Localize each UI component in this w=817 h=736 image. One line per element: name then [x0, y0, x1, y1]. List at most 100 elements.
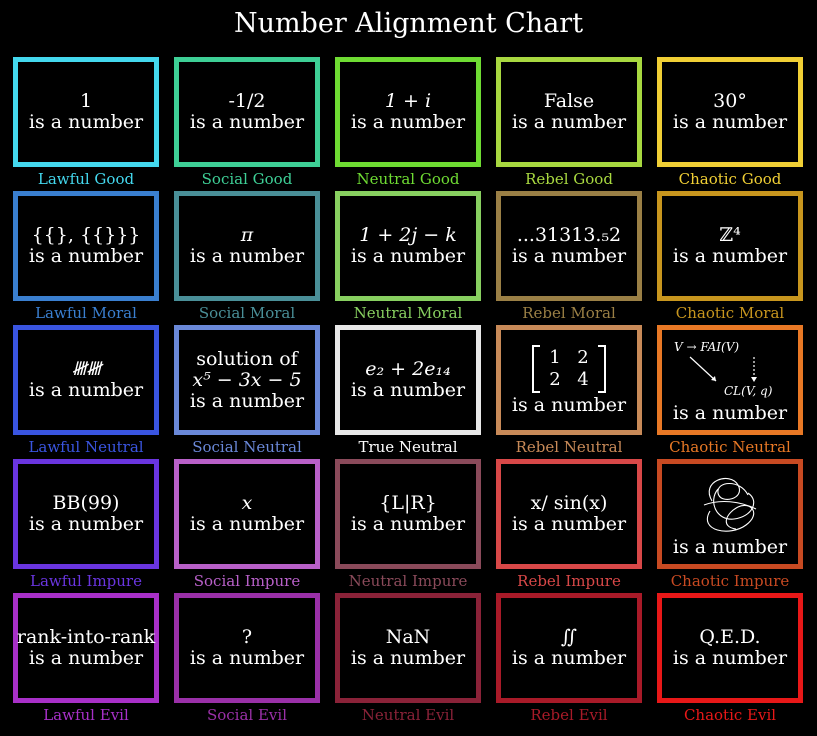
alignment-label: Rebel Moral	[522, 304, 616, 322]
left-bracket	[532, 344, 540, 393]
diagram-bottom-label: CL(V, q)	[724, 384, 773, 398]
is-a-number-text: is a number	[672, 535, 788, 558]
knot-strand	[708, 477, 749, 501]
is-a-number-text: is a number	[672, 401, 788, 424]
cell-value: x/ sin(x)	[530, 492, 608, 514]
cell-box: ∬is a number	[496, 593, 642, 703]
alignment-label: Social Good	[201, 170, 293, 188]
cell-value: {L|R}	[379, 492, 437, 514]
is-a-number-text: is a number	[511, 513, 627, 535]
alignment-label: Lawful Neutral	[28, 438, 144, 456]
alignment-label: Neutral Evil	[361, 706, 455, 724]
is-a-number-text: is a number	[672, 245, 788, 267]
is-a-number-text: is a number	[350, 647, 466, 669]
cell-value: BB(99)	[52, 492, 120, 514]
cell-box: x/ sin(x)is a number	[496, 459, 642, 569]
cell-value: x	[241, 492, 253, 514]
cell-value: rank-into-rank	[16, 626, 156, 648]
is-a-number-text: is a number	[672, 647, 788, 669]
arrowhead	[711, 375, 716, 381]
alignment-label: Rebel Good	[525, 170, 613, 188]
knot-strand	[706, 504, 755, 532]
is-a-number-text: is a number	[189, 513, 305, 535]
cell-value: e₂ + 2e₁₄	[365, 358, 451, 380]
alignment-label: Neutral Good	[356, 170, 460, 188]
page-title: Number Alignment Chart	[233, 8, 584, 39]
alignment-label: Chaotic Moral	[675, 304, 785, 322]
is-a-number-text: is a number	[28, 513, 144, 535]
is-a-number-text: is a number	[28, 379, 144, 401]
cell-value: π	[240, 224, 254, 246]
alignment-label: Rebel Impure	[517, 572, 621, 590]
cell-box: Q.E.D.is a number	[657, 593, 803, 703]
diagram-arrow	[689, 356, 717, 381]
knot-strand	[703, 500, 757, 509]
cell-value: Q.E.D.	[699, 626, 761, 648]
matrix-entry: 4	[577, 368, 589, 390]
alignment-label: Chaotic Impure	[670, 572, 790, 590]
cell-value: ...31313.₅2	[516, 224, 622, 246]
alignment-label: Rebel Neutral	[515, 438, 623, 456]
cell-value: {{}, {{}}}	[31, 224, 141, 246]
matrix-entry: 1	[549, 346, 561, 368]
alignment-label: Lawful Evil	[43, 706, 129, 724]
alignment-label: Lawful Moral	[35, 304, 137, 322]
is-a-number-text: is a number	[189, 647, 305, 669]
is-a-number-text: is a number	[350, 379, 466, 401]
is-a-number-text: is a number	[511, 111, 627, 133]
alignment-label: Rebel Evil	[530, 706, 608, 724]
cell-value: -1/2	[228, 90, 266, 112]
diagram-top-label: V → FAI(V)	[674, 340, 739, 354]
cell-value: 1	[79, 90, 93, 112]
is-a-number-text: is a number	[189, 245, 305, 267]
cell-box: V → FAI(V) CL(V, q) is a number	[657, 325, 803, 435]
right-bracket	[598, 344, 606, 393]
cell-box: {{}, {{}}}is a number	[13, 191, 159, 301]
is-a-number-text: is a number	[672, 111, 788, 133]
alignment-label: Neutral Moral	[353, 304, 463, 322]
is-a-number-text: is a number	[511, 647, 627, 669]
cell-value: False	[543, 90, 595, 112]
cell-value: 1 + 2j − k	[359, 224, 457, 246]
is-a-number-text: is a number	[28, 245, 144, 267]
alignment-label: Chaotic Good	[678, 170, 782, 188]
alignment-label: Neutral Impure	[348, 572, 468, 590]
is-a-number-text: is a number	[350, 111, 466, 133]
arrowhead	[751, 376, 757, 382]
cell-box: BB(99)is a number	[13, 459, 159, 569]
alignment-label: True Neutral	[358, 438, 458, 456]
knot-strand	[713, 488, 755, 520]
cell-box: 30°is a number	[657, 57, 803, 167]
